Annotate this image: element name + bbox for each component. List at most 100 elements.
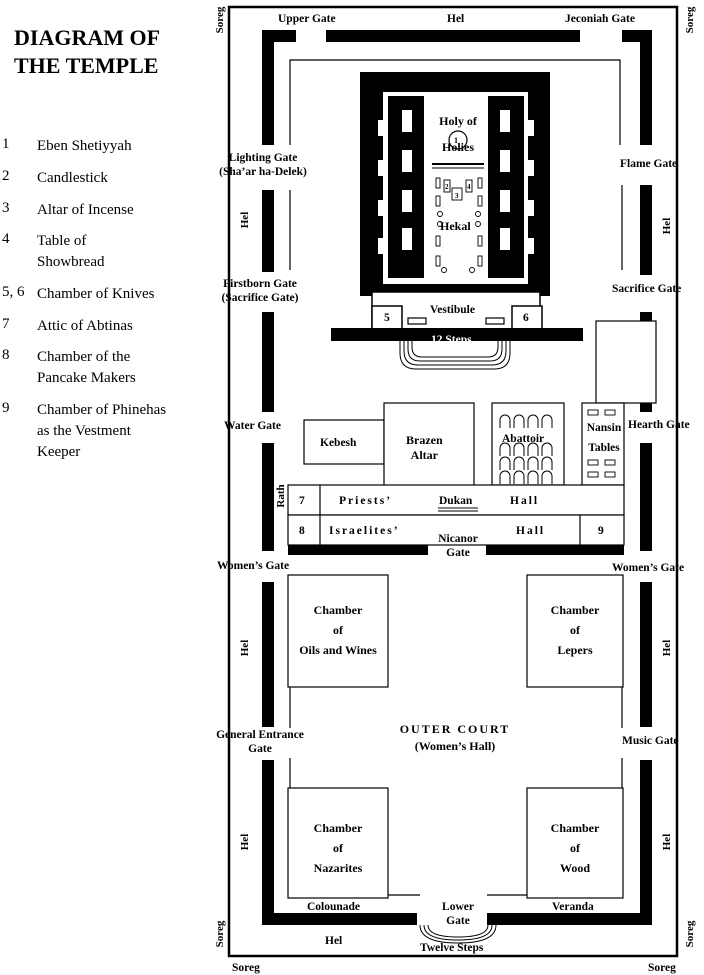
womens-gate-left-label: Women’s Gate xyxy=(217,560,290,572)
legend-number: 9 xyxy=(2,400,10,416)
hearth-gate-label: Hearth Gate xyxy=(628,419,690,431)
chamber-wood-label: Chamber of Wood xyxy=(550,821,600,875)
wall-right xyxy=(640,185,652,275)
wall-right xyxy=(640,443,652,551)
outer-court-label: OUTER COURT xyxy=(399,722,511,736)
upper-gate-label: Upper Gate xyxy=(278,13,336,25)
legend-number: 2 xyxy=(2,168,10,184)
wall-left xyxy=(262,760,274,925)
holy-of-holies-label: Holy of Holies xyxy=(439,114,477,154)
priests-hall xyxy=(287,484,625,516)
diagram-title: DIAGRAM OF THE TEMPLE xyxy=(14,24,194,80)
side-cells xyxy=(378,110,534,254)
hekal-interior xyxy=(432,96,484,278)
hall-bottom-wall xyxy=(486,545,624,555)
hel-label: Hel xyxy=(325,935,343,947)
eben-shetiyyah-marker xyxy=(448,130,468,150)
legend-text: Chamber of Knives xyxy=(37,286,155,302)
wall-left xyxy=(262,582,274,727)
jeconiah-gate-label: Jeconiah Gate xyxy=(565,13,635,25)
lower-gate-label: Lower Gate xyxy=(442,901,474,927)
legend-number: 1 xyxy=(2,136,10,152)
marker-5: 5 xyxy=(384,312,390,324)
marker-4: 4 xyxy=(467,183,471,191)
legend-number: 3 xyxy=(2,200,10,216)
legend-text: Table of Showbread xyxy=(37,233,105,270)
chamber-of-nazarites xyxy=(287,787,389,899)
wall-top-center xyxy=(326,30,580,42)
soreg-wall xyxy=(227,5,679,958)
hekal-label: Hekal xyxy=(440,219,471,233)
legend-text: Attic of Abtinas xyxy=(37,318,133,334)
marker-3: 3 xyxy=(455,192,459,200)
wall-bottom-right xyxy=(487,913,652,925)
nansin-table-marks xyxy=(587,409,616,478)
twelve-steps-bottom-label: Twelve Steps xyxy=(420,942,484,954)
veranda-label: Veranda xyxy=(552,901,594,913)
israelites-hall-hall-label: Hall xyxy=(516,525,546,537)
legend-text: Chamber of Phinehas as the Vestment Keep… xyxy=(37,402,167,460)
soreg-label: Soreg xyxy=(684,920,696,948)
israelites-hall xyxy=(287,514,625,546)
title-line-1: DIAGRAM OF xyxy=(14,25,161,50)
legend-number: 7 xyxy=(2,316,10,332)
legend-number: 4 xyxy=(2,231,10,247)
marker-7: 7 xyxy=(299,495,305,507)
priests-hall-hall-label: Hall xyxy=(510,495,540,507)
marker-9: 9 xyxy=(598,525,604,537)
hel-label: Hel xyxy=(239,211,251,229)
kebesh-label: Kebesh xyxy=(320,437,357,449)
hel-label: Hel xyxy=(239,833,251,851)
marker-6: 6 xyxy=(523,312,529,324)
soreg-label: Soreg xyxy=(214,920,226,948)
chamber-of-lepers xyxy=(526,574,624,688)
wall-right xyxy=(640,760,652,925)
vestibule-table xyxy=(485,317,505,325)
hel-label: Hel xyxy=(661,833,673,851)
chamber-nazarites-label: Chamber of Nazarites xyxy=(313,821,363,875)
legend-text: Altar of Incense xyxy=(37,202,134,218)
lighting-gate-label: Lighting Gate (Sha’ar ha-Delek) xyxy=(219,152,307,178)
marker-8: 8 xyxy=(299,525,305,537)
dukan-label: Dukan xyxy=(439,495,473,507)
soreg-label: Soreg xyxy=(214,6,226,34)
hel-line-top xyxy=(289,59,621,145)
hel-label: Hel xyxy=(239,639,251,657)
music-gate-label: Music Gate xyxy=(622,735,679,747)
twelve-steps-top-label: 12 Steps xyxy=(431,334,472,346)
soreg-label: Soreg xyxy=(232,962,260,974)
hall-bottom-wall xyxy=(288,545,428,555)
abattoir-rings xyxy=(499,414,553,484)
chamber-of-wood xyxy=(526,787,624,899)
legend-number: 8 xyxy=(2,347,10,363)
porch-wall xyxy=(331,328,583,341)
vestibule-label: Vestibule xyxy=(430,304,475,316)
abattoir-label: Abattoir xyxy=(502,433,545,445)
womens-hall-label: (Women’s Hall) xyxy=(414,739,496,753)
sacrifice-gate-label: Sacrifice Gate xyxy=(612,283,682,295)
water-gate-label: Water Gate xyxy=(224,420,281,432)
side-building xyxy=(595,320,657,404)
marker-2: 2 xyxy=(445,183,449,191)
israelites-hall-label: Israelites’ xyxy=(329,525,400,537)
nicanor-gate-label: Nicanor Gate xyxy=(438,533,478,559)
wall-left xyxy=(262,443,274,551)
brazen-altar-label: Brazen Altar xyxy=(406,433,443,462)
chamber-oils-label: Chamber of Oils and Wines xyxy=(299,603,377,657)
chamber-of-oils-and-wines xyxy=(287,574,389,688)
priests-hall-label: Priests’ xyxy=(339,495,393,507)
soreg-label: Soreg xyxy=(684,6,696,34)
rath-label: Rath xyxy=(275,484,287,508)
womens-gate-right-label: Women’s Gate xyxy=(612,562,685,574)
legend-text: Chamber of the Pancake Makers xyxy=(37,349,136,386)
legend-text: Eben Shetiyyah xyxy=(37,138,132,154)
wall-left xyxy=(262,312,274,412)
chamber-lepers-label: Chamber of Lepers xyxy=(550,603,600,657)
firstborn-gate-label: Firstborn Gate (Sacrifice Gate) xyxy=(221,278,299,304)
hel-label: Hel xyxy=(661,217,673,235)
wall-left xyxy=(262,30,274,145)
nansin-tables xyxy=(581,402,625,486)
flame-gate-label: Flame Gate xyxy=(620,158,678,170)
soreg-label: Soreg xyxy=(648,962,676,974)
